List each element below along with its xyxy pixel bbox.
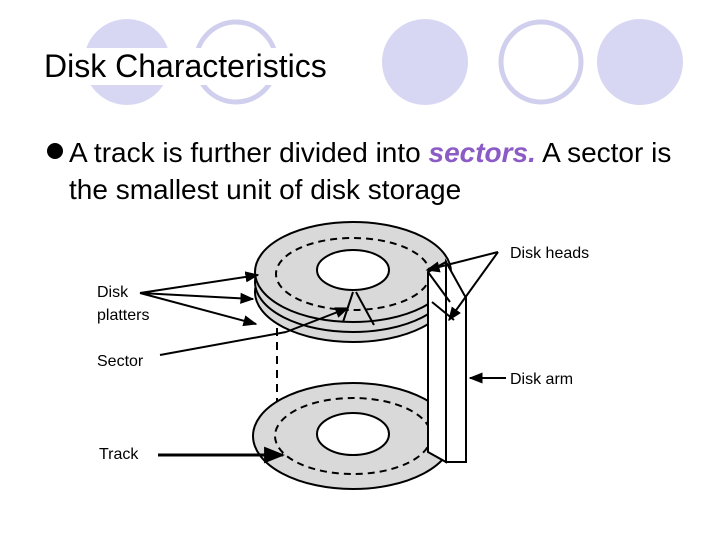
label-disk-arm: Disk arm — [510, 371, 573, 388]
label-disk-platters-line2: platters — [97, 307, 149, 324]
keyword-sectors: sectors. — [428, 137, 536, 168]
arrow-sector-1 — [159, 331, 287, 356]
top-platter-stack — [254, 221, 452, 343]
arrow-platters-2 — [139, 292, 255, 304]
bottom-platter — [252, 382, 454, 490]
arrow-platters-1 — [139, 271, 260, 294]
bullet-text: A track is further divided into sectors.… — [69, 134, 699, 208]
bullet-text-part2: A sector is the smallest unit of disk st… — [69, 137, 672, 205]
arrow-disk-heads-1 — [425, 251, 499, 273]
label-sector: Sector — [97, 353, 144, 370]
top-spindle-hole — [316, 249, 390, 291]
disk-arm — [427, 258, 467, 464]
slide-title: Disk Characteristics — [44, 48, 331, 85]
arrow-platters-3 — [139, 292, 258, 327]
decor-ring-4 — [498, 19, 584, 105]
head-top — [427, 271, 451, 303]
label-track: Track — [99, 446, 139, 463]
bullet-icon — [47, 143, 63, 159]
sector-line-right — [355, 291, 375, 326]
bottom-spindle-hole — [316, 412, 390, 456]
label-disk-platters-line1: Disk — [97, 284, 129, 301]
bullet-text-part1: A track is further divided into — [69, 137, 429, 168]
decor-circle-3 — [382, 19, 468, 105]
label-disk-heads: Disk heads — [510, 245, 589, 262]
arrow-sector-2 — [285, 307, 350, 333]
decor-circle-5 — [597, 19, 683, 105]
arrow-disk-heads-2 — [448, 251, 499, 322]
